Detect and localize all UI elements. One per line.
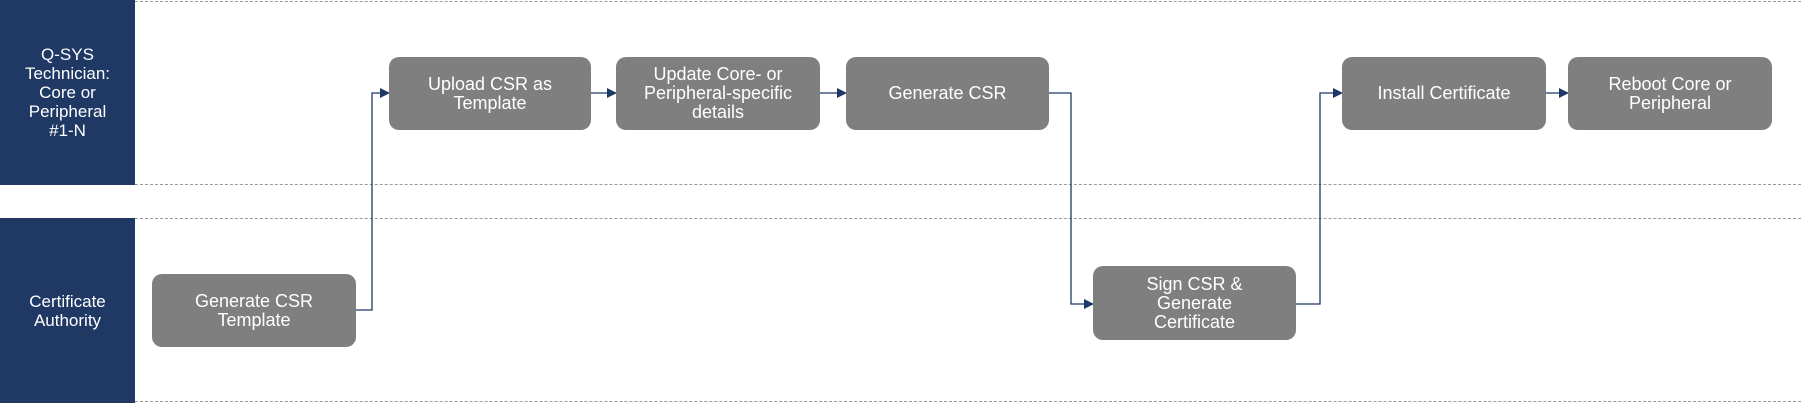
step-update-details-label: Update Core- or Peripheral-specific deta… [643, 64, 793, 122]
step-reboot-label: Reboot Core or Peripheral [1608, 73, 1732, 113]
lane-label-technician: Q-SYS Technician: Core or Peripheral #1-… [0, 0, 135, 185]
step-install-certificate: Install Certificate [1342, 57, 1546, 130]
step-generate-csr-template: Generate CSR Template [152, 274, 356, 347]
step-generate-csr: Generate CSR [846, 57, 1049, 130]
lane-divider-middle-lower [135, 218, 1801, 219]
connector-sign-to-install [1296, 88, 1343, 305]
step-upload-csr-template: Upload CSR as Template [389, 57, 591, 130]
lane-label-certificate-authority: Certificate Authority [0, 218, 135, 403]
lane-divider-top [135, 1, 1801, 2]
step-generate-csr-template-label: Generate CSR Template [194, 290, 314, 330]
step-update-details: Update Core- or Peripheral-specific deta… [616, 57, 820, 130]
lane-label-ca-text: Certificate Authority [29, 291, 106, 330]
step-reboot: Reboot Core or Peripheral [1568, 57, 1772, 130]
connector-generate-to-sign [1049, 92, 1094, 309]
step-sign-csr: Sign CSR & Generate Certificate [1093, 266, 1296, 340]
step-generate-csr-label: Generate CSR [888, 83, 1007, 103]
step-upload-csr-template-label: Upload CSR as Template [427, 73, 553, 113]
step-install-certificate-label: Install Certificate [1377, 83, 1511, 103]
lane-divider-middle-upper [135, 184, 1801, 185]
step-sign-csr-label: Sign CSR & Generate Certificate [1146, 273, 1243, 332]
lane-label-technician-text: Q-SYS Technician: Core or Peripheral #1-… [24, 45, 111, 140]
lane-divider-bottom [135, 401, 1801, 402]
connector-template-to-upload [356, 88, 390, 311]
